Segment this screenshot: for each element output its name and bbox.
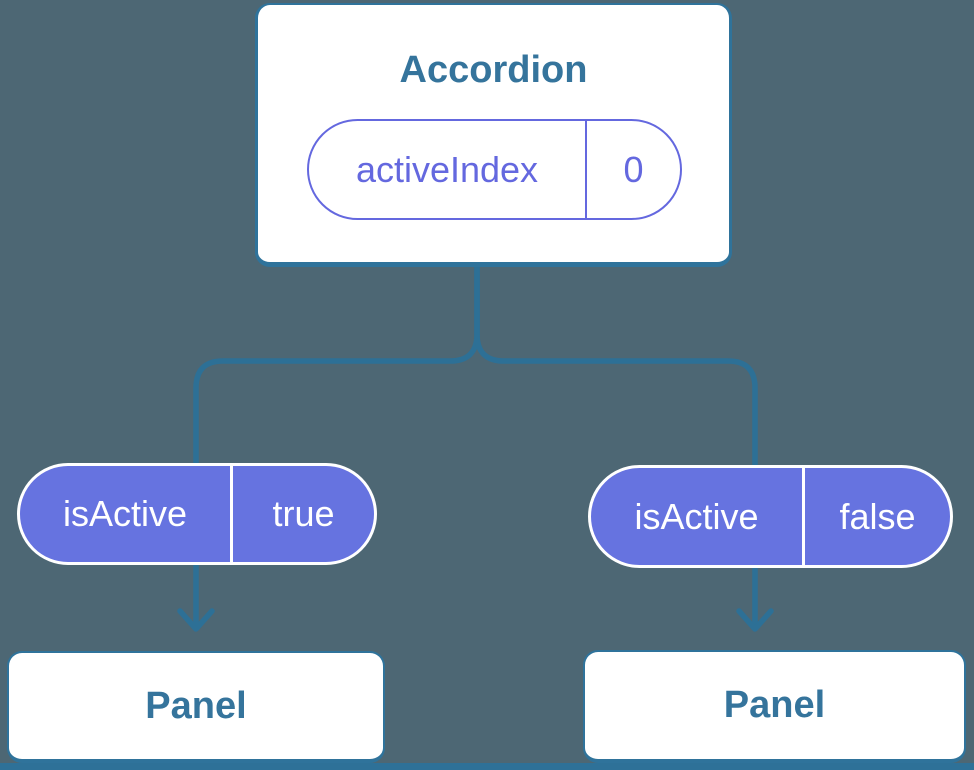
arrow-down-icon — [736, 608, 774, 632]
state-value-label: 0 — [585, 121, 680, 218]
accordion-title: Accordion — [399, 49, 588, 91]
bottom-bar — [0, 763, 974, 770]
panel-title: Panel — [723, 684, 826, 726]
accordion-card: Accordion activeIndex 0 — [255, 3, 732, 267]
panel-card-right: Panel — [583, 650, 966, 763]
prop-name-label: isActive — [62, 493, 188, 534]
prop-pill-is-active-false: isActive false — [588, 465, 953, 568]
state-pill: activeIndex 0 — [307, 119, 682, 220]
prop-value-label: true — [230, 466, 374, 562]
prop-value-label: false — [802, 468, 950, 565]
prop-pill-is-active-true: isActive true — [17, 463, 377, 565]
panel-title: Panel — [145, 684, 247, 727]
arrow-down-icon — [177, 608, 215, 632]
connector-right-line — [474, 265, 758, 627]
panel-card-left: Panel — [7, 651, 385, 763]
prop-name-label: isActive — [634, 495, 759, 537]
state-name-label: activeIndex — [355, 148, 539, 190]
connector-left-line — [193, 265, 480, 627]
